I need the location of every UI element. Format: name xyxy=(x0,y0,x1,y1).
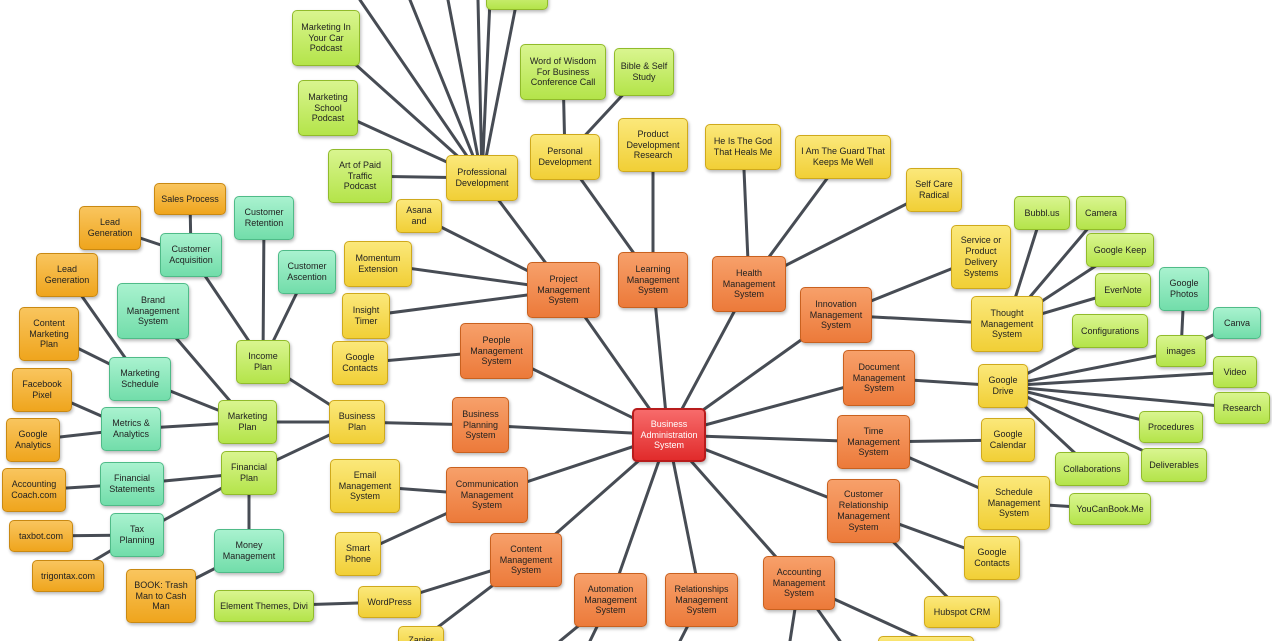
node-automation-management-system[interactable]: Automation Management System xyxy=(574,573,647,627)
node-lead-generation-2[interactable]: Lead Generation xyxy=(36,253,98,297)
node-financial-plan[interactable]: Financial Plan xyxy=(221,451,277,495)
connector-line xyxy=(476,0,484,180)
node-google-drive[interactable]: Google Drive xyxy=(978,364,1028,408)
node-brand-management-system[interactable]: Brand Management System xyxy=(117,283,189,339)
node-top-partial[interactable] xyxy=(486,0,548,10)
node-marketing-in-your-car-podcast[interactable]: Marketing In Your Car Podcast xyxy=(292,10,360,66)
node-trigontax-com[interactable]: trigontax.com xyxy=(32,560,104,592)
connector-line xyxy=(480,0,519,180)
node-google-photos[interactable]: Google Photos xyxy=(1159,267,1209,311)
node-facebook-pixel[interactable]: Facebook Pixel xyxy=(12,368,72,412)
node-content-management-system[interactable]: Content Management System xyxy=(490,533,562,587)
connector-line xyxy=(1001,370,1237,388)
node-self-care-radical[interactable]: Self Care Radical xyxy=(906,168,962,212)
node-business-plan[interactable]: Business Plan xyxy=(329,400,385,444)
node-youcanbook-me[interactable]: YouCanBook.Me xyxy=(1069,493,1151,525)
node-hubspot-crm[interactable]: Hubspot CRM xyxy=(924,596,1000,628)
node-taxbot-com[interactable]: taxbot.com xyxy=(9,520,73,552)
node-element-themes-divi[interactable]: Element Themes, Divi xyxy=(214,590,314,622)
connector-line xyxy=(608,433,670,602)
node-professional-development[interactable]: Professional Development xyxy=(446,155,518,201)
connector-line xyxy=(358,0,484,180)
node-marketing-school-podcast[interactable]: Marketing School Podcast xyxy=(298,80,358,136)
node-bubbl-us[interactable]: Bubbl.us xyxy=(1014,196,1070,230)
node-canva[interactable]: Canva xyxy=(1213,307,1261,339)
node-bottom-right-partial[interactable] xyxy=(878,636,974,641)
node-marketing-schedule[interactable]: Marketing Schedule xyxy=(109,357,171,401)
node-book-trash-man-to-cash-man[interactable]: BOOK: Trash Man to Cash Man xyxy=(126,569,196,623)
node-lead-generation-1[interactable]: Lead Generation xyxy=(79,206,141,250)
node-customer-ascention[interactable]: Customer Ascention xyxy=(278,250,336,294)
connector-line xyxy=(1001,349,1183,388)
node-customer-acquisition[interactable]: Customer Acquisition xyxy=(160,233,222,277)
node-business-administration-system[interactable]: Business Administration System xyxy=(632,408,706,462)
node-google-keep[interactable]: Google Keep xyxy=(1086,233,1154,267)
node-customer-retention[interactable]: Customer Retention xyxy=(234,196,294,240)
node-marketing-plan[interactable]: Marketing Plan xyxy=(218,400,277,444)
node-collaborations[interactable]: Collaborations xyxy=(1055,452,1129,486)
node-metrics-analytics[interactable]: Metrics & Analytics xyxy=(101,407,161,451)
node-bible-self-study[interactable]: Bible & Self Study xyxy=(614,48,674,96)
node-money-management[interactable]: Money Management xyxy=(214,529,284,573)
node-health-management-system[interactable]: Health Management System xyxy=(712,256,786,312)
connector-line xyxy=(408,0,484,180)
node-google-contacts-left[interactable]: Google Contacts xyxy=(332,341,388,385)
node-product-development-research[interactable]: Product Development Research xyxy=(618,118,688,172)
node-email-management-system[interactable]: Email Management System xyxy=(330,459,400,513)
node-wordpress[interactable]: WordPress xyxy=(358,586,421,618)
connector-line xyxy=(480,0,492,180)
node-business-planning-system[interactable]: Business Planning System xyxy=(452,397,509,453)
node-document-management-system[interactable]: Document Management System xyxy=(843,350,915,406)
node-video[interactable]: Video xyxy=(1213,356,1257,388)
node-momentum-extension[interactable]: Momentum Extension xyxy=(344,241,412,287)
node-innovation-management-system[interactable]: Innovation Management System xyxy=(800,287,872,343)
node-insight-timer[interactable]: Insight Timer xyxy=(342,293,390,339)
connector-line xyxy=(1001,384,1244,410)
node-financial-statements[interactable]: Financial Statements xyxy=(100,462,164,506)
node-google-analytics[interactable]: Google Analytics xyxy=(6,418,60,462)
node-sales-process[interactable]: Sales Process xyxy=(154,183,226,215)
node-customer-relationship-management-system[interactable]: Customer Relationship Management System xyxy=(827,479,900,543)
connector-line xyxy=(261,216,266,364)
node-research[interactable]: Research xyxy=(1214,392,1270,424)
node-he-is-the-god-that-heals-me[interactable]: He Is The God That Heals Me xyxy=(705,124,781,170)
node-content-marketing-plan[interactable]: Content Marketing Plan xyxy=(19,307,79,361)
node-tax-planning[interactable]: Tax Planning xyxy=(110,513,164,557)
node-project-management-system[interactable]: Project Management System xyxy=(527,262,600,318)
node-i-am-the-guard[interactable]: I Am The Guard That Keeps Me Well xyxy=(795,135,891,179)
node-zapier[interactable]: Zapier xyxy=(398,626,444,641)
node-google-contacts-right[interactable]: Google Contacts xyxy=(964,536,1020,580)
node-configurations[interactable]: Configurations xyxy=(1072,314,1148,348)
node-service-or-product-delivery-systems[interactable]: Service or Product Delivery Systems xyxy=(951,225,1011,289)
node-people-management-system[interactable]: People Management System xyxy=(460,323,533,379)
node-procedures[interactable]: Procedures xyxy=(1139,411,1203,443)
node-art-of-paid-traffic-podcast[interactable]: Art of Paid Traffic Podcast xyxy=(328,149,392,203)
node-camera[interactable]: Camera xyxy=(1076,196,1126,230)
node-personal-development[interactable]: Personal Development xyxy=(530,134,600,180)
node-time-management-system[interactable]: Time Management System xyxy=(837,415,910,469)
connector-line xyxy=(666,433,703,602)
node-word-of-wisdom[interactable]: Word of Wisdom For Business Conference C… xyxy=(520,44,606,100)
node-asana[interactable]: Asana and xyxy=(396,199,442,233)
node-relationships-management-system[interactable]: Relationships Management System xyxy=(665,573,738,627)
node-google-calendar[interactable]: Google Calendar xyxy=(981,418,1035,462)
node-deliverables[interactable]: Deliverables xyxy=(1141,448,1207,482)
node-thought-management-system[interactable]: Thought Management System xyxy=(971,296,1043,352)
node-learning-management-system[interactable]: Learning Management System xyxy=(618,252,688,308)
node-income-plan[interactable]: Income Plan xyxy=(236,340,290,384)
node-communication-management-system[interactable]: Communication Management System xyxy=(446,467,528,523)
node-schedule-management-system[interactable]: Schedule Management System xyxy=(978,476,1050,530)
node-images[interactable]: images xyxy=(1156,335,1206,367)
node-evernote[interactable]: EverNote xyxy=(1095,273,1151,307)
connector-line xyxy=(446,0,484,180)
node-smart-phone[interactable]: Smart Phone xyxy=(335,532,381,576)
node-accounting-coach-com[interactable]: Accounting Coach.com xyxy=(2,468,66,512)
node-accounting-management-system[interactable]: Accounting Management System xyxy=(763,556,835,610)
